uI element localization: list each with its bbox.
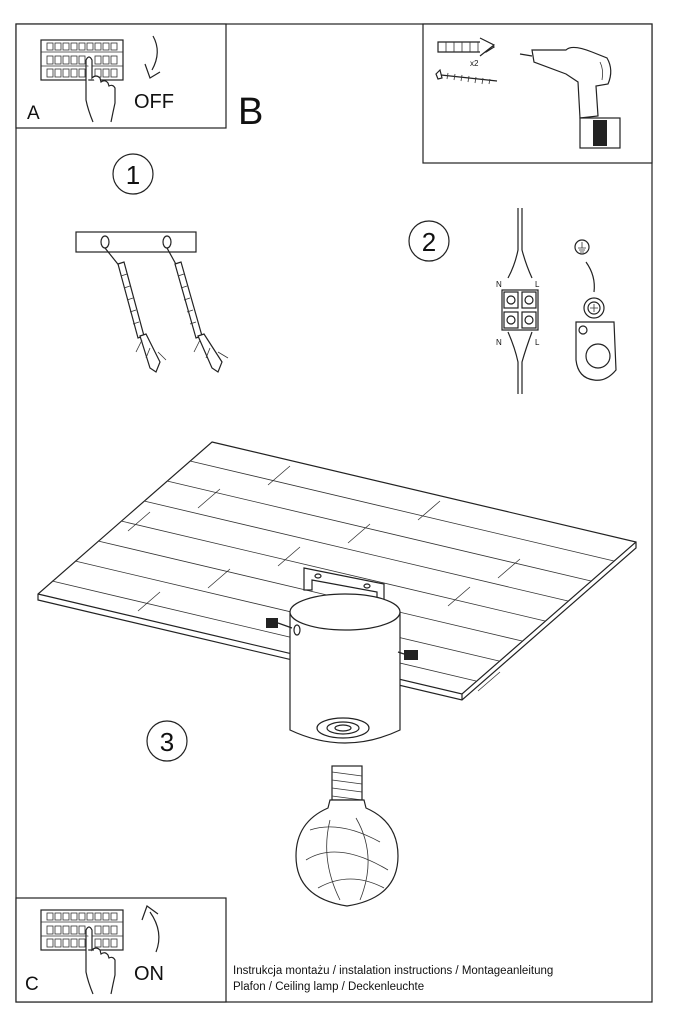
breaker-box-icon [40,909,124,951]
arrow-down-icon [144,35,161,79]
step-1-badge [112,153,154,195]
panel-a-letter: A [27,103,40,124]
ceiling-panel [37,441,637,701]
wall-plug-screw-right [166,247,229,373]
panel-c-letter: C [25,974,39,995]
tools-panel: x2 [422,23,653,164]
hand-icon [85,926,116,995]
drill-icon [519,46,621,149]
footer-caption: Instrukcja montażu / instalation instruc… [233,963,553,995]
terminal-block: N L N L [496,208,540,394]
wall-plug-icon [437,37,496,57]
wall-plug-screw-left [104,247,167,373]
breaker-box-icon [40,39,124,81]
mounting-bracket [75,231,197,253]
hand-icon [85,56,116,123]
section-letter-b: B [238,91,263,133]
panel-a: A OFF [15,23,227,129]
page-frame [15,23,653,1003]
lamp-body [289,593,401,744]
step-2-number: 2 [422,227,436,257]
step-2-badge [408,220,450,262]
fixing-screw-left-icon [266,618,301,636]
ground-terminal [574,239,617,381]
lamp-bracket [303,567,385,605]
footer-line-instructions: Instrukcja montażu / instalation instruc… [233,965,554,977]
panel-c: C ON [15,897,227,1003]
light-bulb-icon [295,765,399,907]
terminal-label-l-top: L [535,280,540,289]
on-label: ON [134,963,164,985]
off-label: OFF [134,91,174,113]
ground-symbol-icon [574,239,590,255]
terminal-label-l-bottom: L [535,338,540,347]
step-1-number: 1 [126,160,140,190]
step-3-number: 3 [160,727,174,757]
screw-icon [435,68,498,85]
terminal-label-n-top: N [496,280,502,289]
terminal-label-n-bottom: N [496,338,502,347]
footer-line-product: Plafon / Ceiling lamp / Deckenleuchte [233,981,425,993]
fixing-screw-right-icon [397,650,418,660]
arrow-up-icon [141,905,160,953]
step-3-badge [146,720,188,762]
quantity-label: x2 [470,59,479,68]
